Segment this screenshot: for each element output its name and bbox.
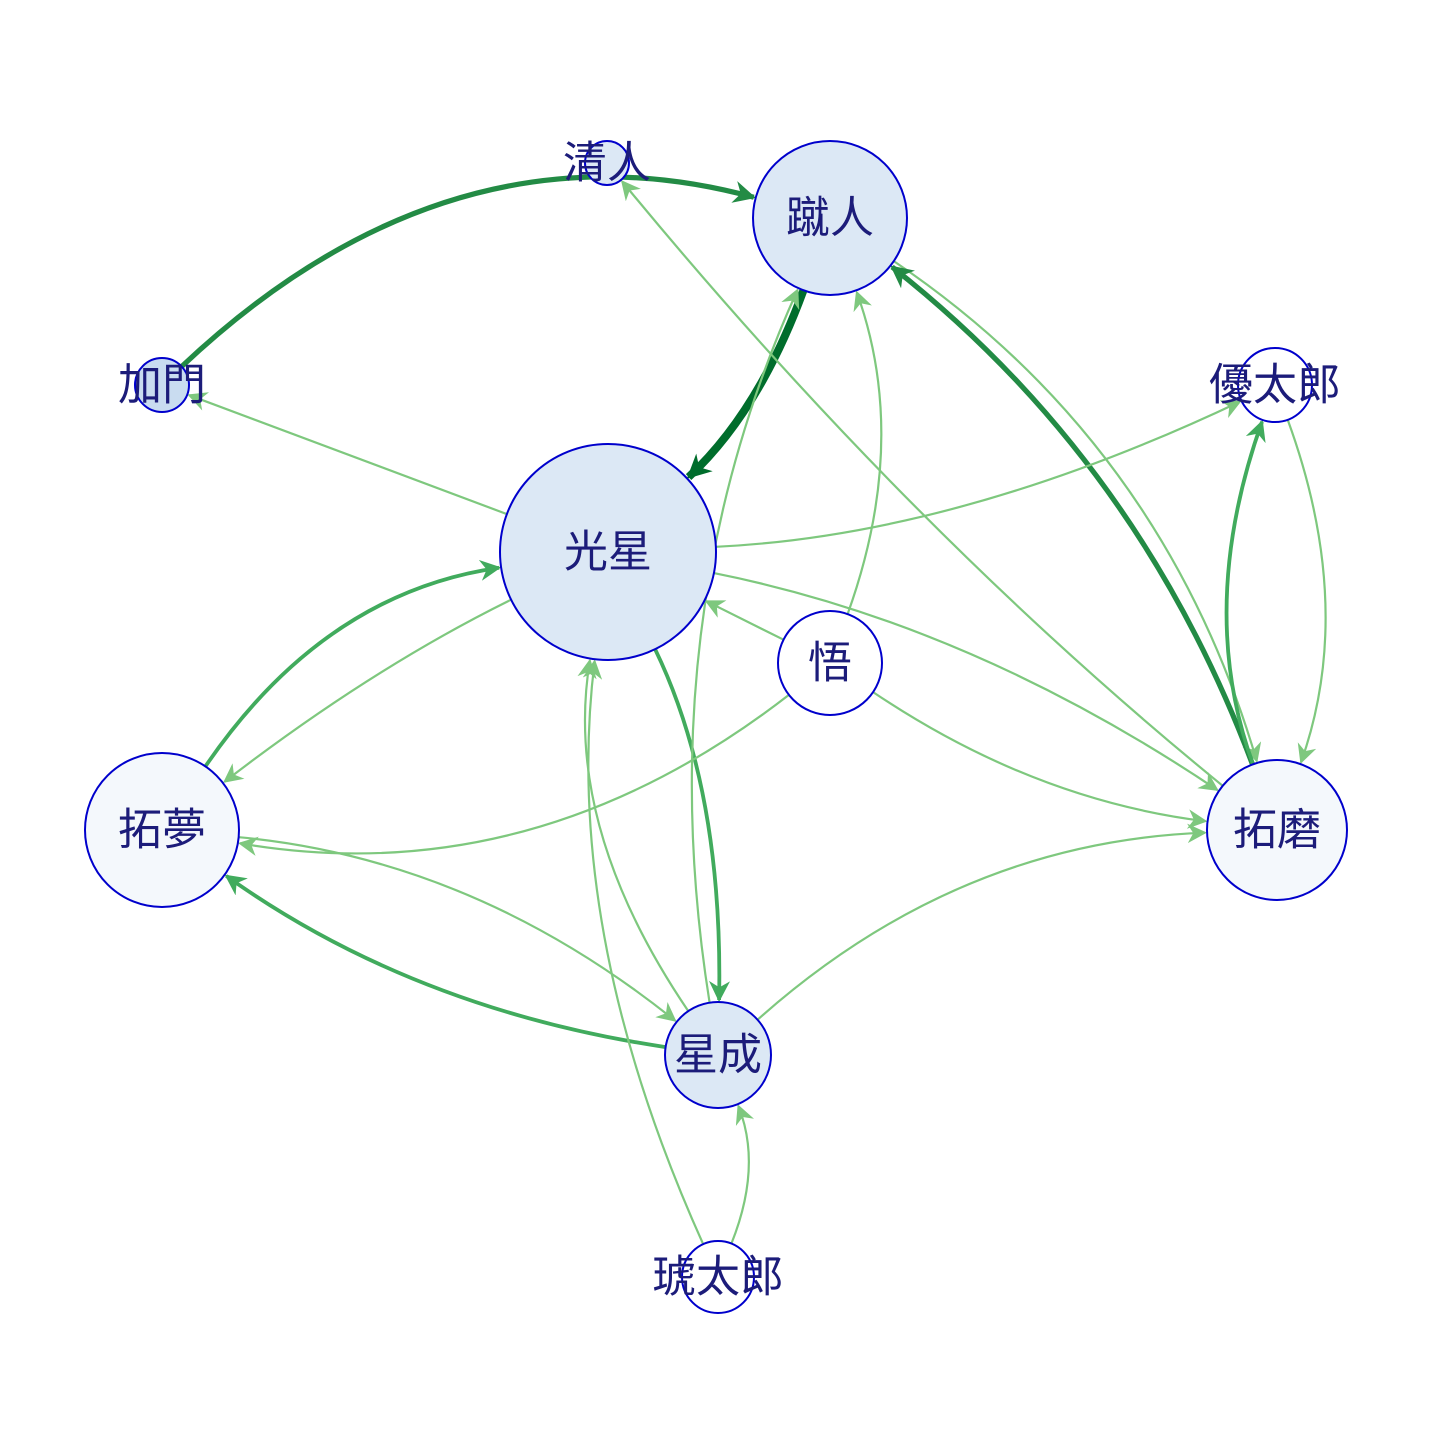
- node-kiyoto-label: 清人: [563, 138, 651, 189]
- edge-seinari-to-takumu: [224, 874, 666, 1049]
- edge-kosei-to-kamon: [187, 392, 508, 516]
- edge-yutaro-to-takuma: [1286, 419, 1327, 764]
- edge-seinari-to-shuto: [690, 288, 800, 1003]
- node-kiyoto-circle: [584, 140, 630, 186]
- node-kosei-circle: [499, 443, 717, 661]
- node-kotaro: 琥太郎: [652, 1240, 784, 1314]
- edge-kamon-to-shuto: [179, 174, 756, 369]
- edges-layer: [179, 174, 1327, 1245]
- edge-seinari-to-takuma: [756, 823, 1207, 1021]
- node-seinari-label: 星成: [674, 1030, 762, 1081]
- edge-takuma-to-kiyoto: [620, 179, 1224, 787]
- node-takumu-circle: [84, 752, 240, 908]
- edge-kotaro-to-seinari: [730, 1104, 754, 1245]
- node-shuto-circle: [752, 140, 908, 296]
- edge-kosei-to-yutaro: [715, 400, 1242, 548]
- node-yutaro: 優太郎: [1209, 347, 1341, 423]
- edge-seinari-to-kosei: [577, 658, 690, 1012]
- edge-takuma-to-shuto: [890, 264, 1255, 766]
- edge-kosei-to-takuma: [713, 572, 1219, 791]
- node-satoru: 悟: [777, 610, 883, 716]
- edge-satoru-to-kosei: [704, 600, 784, 641]
- edge-takuma-to-yutaro: [1224, 419, 1266, 765]
- node-takuma: 拓磨: [1206, 759, 1348, 901]
- edge-takumu-to-kosei: [203, 560, 502, 768]
- node-takumu-label: 拓夢: [118, 805, 206, 856]
- node-kamon-label: 加門: [118, 360, 206, 411]
- edge-kosei-to-takumu: [223, 598, 512, 783]
- node-takumu: 拓夢: [84, 752, 240, 908]
- edge-satoru-to-takumu: [237, 694, 790, 856]
- edge-shuto-to-takuma: [893, 260, 1262, 763]
- node-kotaro-label: 琥太郎: [652, 1252, 784, 1303]
- edge-kotaro-to-kosei: [582, 659, 705, 1245]
- node-takuma-circle: [1206, 759, 1348, 901]
- node-yutaro-circle: [1237, 347, 1313, 423]
- edge-satoru-to-shuto: [846, 290, 883, 615]
- node-takuma-label: 拓磨: [1233, 805, 1321, 856]
- node-kamon-circle: [134, 357, 190, 413]
- edge-shuto-to-kosei: [685, 288, 808, 481]
- node-kotaro-circle: [681, 1240, 755, 1314]
- node-kosei-label: 光星: [564, 527, 652, 578]
- node-satoru-circle: [777, 610, 883, 716]
- edge-takumu-to-seinari: [238, 836, 677, 1022]
- node-kiyoto: 清人: [563, 138, 651, 189]
- edge-satoru-to-takuma: [872, 691, 1208, 829]
- edge-kosei-to-seinari: [653, 648, 730, 1003]
- node-kosei: 光星: [499, 443, 717, 661]
- node-shuto: 蹴人: [752, 140, 908, 296]
- node-yutaro-label: 優太郎: [1209, 360, 1341, 411]
- node-seinari-circle: [664, 1001, 772, 1109]
- node-kamon: 加門: [118, 357, 206, 413]
- node-shuto-label: 蹴人: [786, 193, 874, 244]
- node-satoru-label: 悟: [808, 638, 852, 689]
- node-seinari: 星成: [664, 1001, 772, 1109]
